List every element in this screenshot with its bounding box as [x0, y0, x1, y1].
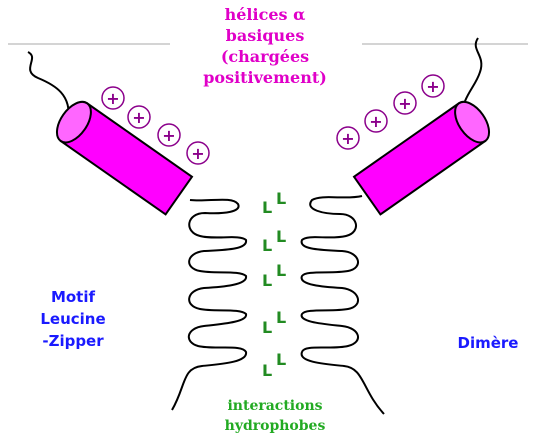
leucine-residues: L L L L L L L L L L	[262, 189, 286, 380]
right-coiled-strand	[302, 196, 384, 414]
svg-text:+: +	[162, 126, 175, 145]
svg-text:+: +	[369, 112, 382, 131]
leucine-label: L	[276, 350, 286, 369]
leucine-label: L	[262, 236, 272, 255]
leucine-label: L	[276, 308, 286, 327]
leucine-zipper-motif-label: Motif Leucine -Zipper	[18, 286, 128, 352]
dimer-label: Dimère	[448, 333, 528, 353]
svg-text:+: +	[106, 89, 119, 108]
positive-charge-icon: +	[422, 75, 444, 97]
leucine-label: L	[262, 318, 272, 337]
leucine-label: L	[276, 261, 286, 280]
leucine-label: L	[276, 189, 286, 208]
hydrophobic-interactions-label: interactions hydrophobes	[180, 396, 370, 436]
positive-charge-icon: +	[337, 127, 359, 149]
svg-text:+: +	[132, 108, 145, 127]
left-tail-strand	[28, 52, 69, 120]
svg-text:+: +	[426, 77, 439, 96]
left-coiled-strand	[172, 200, 246, 410]
positive-charge-icon: +	[158, 124, 180, 146]
leucine-label: L	[276, 227, 286, 246]
leucine-label: L	[262, 271, 272, 290]
svg-text:+: +	[341, 129, 354, 148]
positive-charge-icon: +	[128, 106, 150, 128]
svg-text:+: +	[398, 94, 411, 113]
positive-charge-icon: +	[187, 142, 209, 164]
left-basic-helix	[50, 96, 192, 215]
leucine-label: L	[262, 361, 272, 380]
svg-text:+: +	[191, 144, 204, 163]
leucine-label: L	[262, 198, 272, 217]
positive-charge-icon: +	[365, 110, 387, 132]
positive-charge-icon: +	[394, 92, 416, 114]
positive-charge-icon: +	[102, 87, 124, 109]
basic-helices-label: hélices α basiques (chargées positivemen…	[170, 4, 360, 88]
